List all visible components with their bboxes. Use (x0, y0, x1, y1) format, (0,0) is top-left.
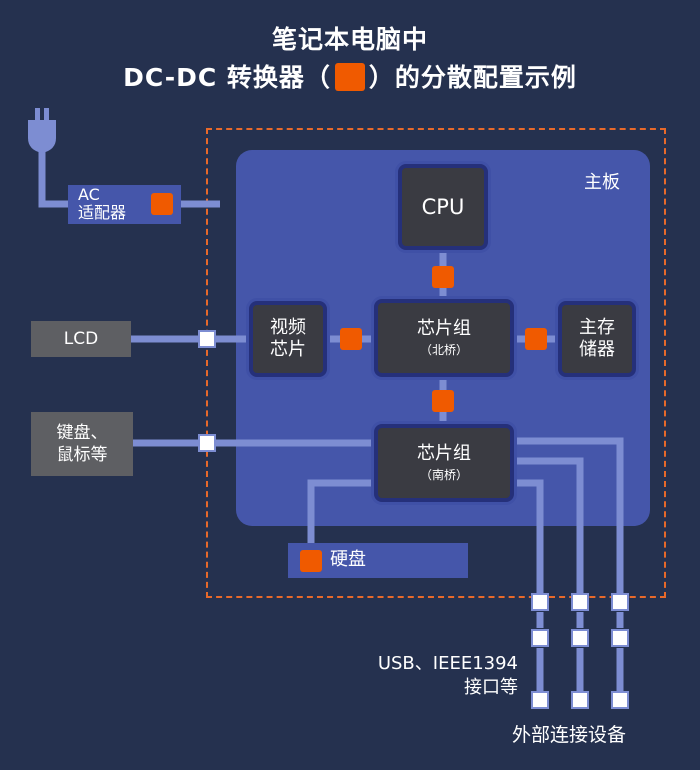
usb-wire-1 (512, 479, 544, 593)
ac-adapter-label-line1: AC (78, 185, 100, 204)
converter-cpu-icon (432, 266, 454, 288)
keyboard-label-line1: 键盘、 (56, 423, 108, 443)
hdd-label: 硬盘 (330, 549, 366, 570)
northbridge-label: 芯片组 (417, 318, 471, 339)
ac-adapter-label-line2: 适配器 (78, 203, 127, 222)
cpu-chip: CPU (398, 164, 488, 250)
keyboard-device: 键盘、 鼠标等 (31, 412, 133, 476)
cpu-label: CPU (421, 195, 465, 219)
lcd-connector (198, 330, 216, 348)
usb-wire-2 (512, 457, 584, 593)
hdd-wire (307, 479, 374, 548)
video-chip: 视频 芯片 (249, 301, 327, 377)
title-suffix: ）的分散配置示例 (368, 63, 577, 92)
usb-connector-1 (531, 593, 549, 611)
diagram-title-line1: 笔记本电脑中 (271, 25, 428, 54)
title-prefix: DC-DC 转换器（ (123, 63, 331, 92)
power-plug-icon (28, 108, 56, 153)
usb-connector-3 (611, 593, 629, 611)
ports-label-line1: USB、IEEE1394 (377, 653, 518, 674)
usb-wire-3 (512, 437, 624, 593)
usb-cable-plug-3 (611, 629, 629, 647)
southbridge-label: 芯片组 (417, 443, 471, 464)
ports-label-line2: 接口等 (464, 677, 518, 698)
plug-cable (38, 150, 70, 208)
usb-cable-plug-1 (531, 629, 549, 647)
memory-chip: 主存 储器 (558, 301, 636, 377)
converter-swatch-icon (334, 63, 365, 91)
northbridge-sublabel: （北桥） (419, 343, 468, 357)
diagram-title-line2: DC-DC 转换器（ ）的分散配置示例 (0, 58, 700, 94)
keyboard-label-line2: 鼠标等 (56, 445, 108, 465)
converter-ac-adapter-icon (151, 193, 173, 215)
laptop-boundary (206, 128, 666, 598)
converter-memory-icon (525, 328, 547, 350)
lcd-device: LCD (31, 321, 131, 357)
southbridge-sublabel: （南桥） (419, 468, 468, 482)
southbridge-chip: 芯片组 （南桥） (374, 424, 514, 502)
usb-cable-plug-2 (571, 629, 589, 647)
external-device-plug-1 (531, 691, 549, 709)
video-chip-label-line1: 视频 (270, 317, 306, 338)
memory-label-line1: 主存 (579, 317, 615, 338)
motherboard-label: 主板 (584, 172, 620, 193)
external-device-plug-3 (611, 691, 629, 709)
usb-connector-2 (571, 593, 589, 611)
video-chip-label-line2: 芯片 (270, 339, 306, 360)
converter-hdd-icon (300, 550, 322, 572)
memory-label-line2: 储器 (579, 339, 615, 360)
ports-label: USB、IEEE1394 接口等 (378, 652, 518, 700)
converter-chipset-icon (432, 390, 454, 412)
lcd-label: LCD (63, 329, 99, 349)
keyboard-connector (198, 434, 216, 452)
northbridge-chip: 芯片组 （北桥） (374, 299, 514, 377)
external-devices-label: 外部连接设备 (512, 724, 627, 746)
converter-video-icon (340, 328, 362, 350)
external-device-plug-2 (571, 691, 589, 709)
